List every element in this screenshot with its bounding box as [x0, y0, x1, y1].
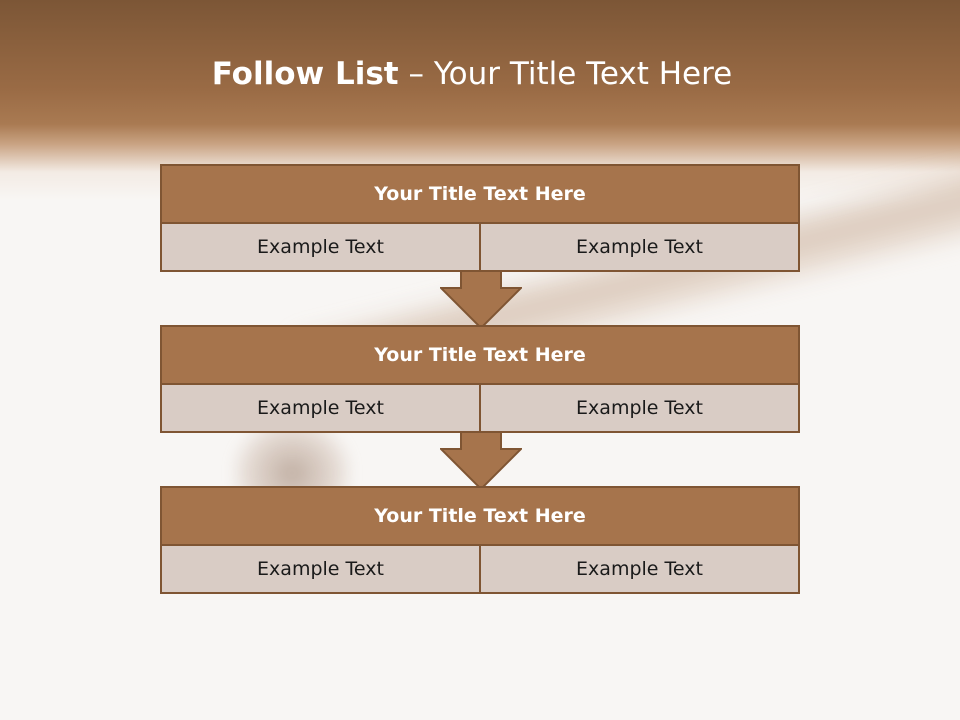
block-3-heading: Your Title Text Here: [162, 488, 798, 546]
block-2-row: Example Text Example Text: [162, 385, 798, 431]
block-1-cell-left: Example Text: [257, 236, 384, 258]
list-block-1: Your Title Text Here Example Text Exampl…: [160, 164, 800, 272]
block-3-row: Example Text Example Text: [162, 546, 798, 592]
slide-title-rest: – Your Title Text Here: [408, 56, 733, 92]
list-block-3: Your Title Text Here Example Text Exampl…: [160, 486, 800, 594]
block-3-cell-left: Example Text: [257, 558, 384, 580]
block-1-heading: Your Title Text Here: [162, 166, 798, 224]
down-arrow-icon-1: [440, 270, 522, 330]
block-1-row: Example Text Example Text: [162, 224, 798, 270]
block-2-cell-left: Example Text: [257, 397, 384, 419]
down-arrow-icon-2: [440, 431, 522, 491]
block-2-heading: Your Title Text Here: [162, 327, 798, 385]
slide-title-bold: Follow List: [211, 56, 399, 92]
block-2-cell-right: Example Text: [479, 385, 798, 431]
block-3-cell-right: Example Text: [479, 546, 798, 592]
block-1-cell-right: Example Text: [479, 224, 798, 270]
list-block-2: Your Title Text Here Example Text Exampl…: [160, 325, 800, 433]
slide-title: Follow List – Your Title Text Here: [0, 56, 944, 92]
